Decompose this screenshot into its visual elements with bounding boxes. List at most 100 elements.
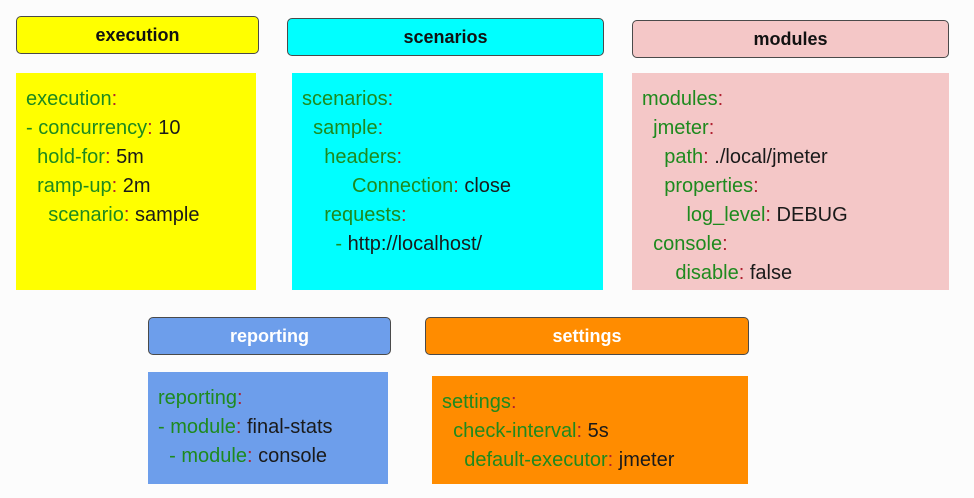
yaml-colon: : [576, 420, 583, 442]
code-indent [302, 175, 352, 197]
yaml-value: 2m [122, 175, 151, 197]
code-line: - module: console [158, 442, 378, 471]
code-line: ramp-up: 2m [26, 172, 246, 201]
yaml-key: disable [675, 262, 739, 284]
list-dash: - [26, 117, 39, 139]
yaml-key: settings [442, 391, 511, 413]
code-line: - http://localhost/ [302, 230, 593, 259]
yaml-key: module [170, 416, 236, 438]
yaml-colon: : [510, 391, 517, 413]
code-indent [442, 420, 453, 442]
code-line: settings: [442, 388, 738, 417]
yaml-colon: : [387, 88, 394, 110]
yaml-colon: : [738, 262, 745, 284]
yaml-colon: : [400, 204, 407, 226]
yaml-value: sample [134, 204, 200, 226]
code-line: properties: [642, 172, 939, 201]
code-line: console: [642, 230, 939, 259]
yaml-colon: : [236, 387, 243, 409]
yaml-key: headers [324, 146, 397, 168]
code-indent [642, 117, 653, 139]
list-dash: - [158, 416, 171, 438]
code-line: Connection: close [302, 172, 593, 201]
code-indent [26, 146, 37, 168]
yaml-value: console [258, 445, 328, 467]
execution-header: execution [16, 16, 259, 54]
code-line: execution: [26, 85, 246, 114]
code-indent [158, 445, 169, 467]
yaml-key: module [181, 445, 247, 467]
yaml-colon: : [717, 88, 724, 110]
code-line: hold-for: 5m [26, 143, 246, 172]
yaml-colon: : [765, 204, 771, 226]
reporting-header: reporting [148, 317, 391, 355]
yaml-key: execution [26, 88, 112, 110]
yaml-colon: : [111, 88, 118, 110]
yaml-colon: : [111, 175, 118, 197]
code-indent [442, 449, 464, 471]
yaml-key: hold-for [37, 146, 105, 168]
yaml-value: final-stats [246, 416, 333, 438]
code-indent [642, 175, 664, 197]
yaml-colon: : [607, 449, 614, 471]
yaml-colon: : [235, 416, 242, 438]
yaml-colon: : [722, 233, 728, 255]
yaml-value: 5m [116, 146, 144, 168]
code-line: scenario: sample [26, 201, 246, 230]
yaml-key: modules [642, 88, 718, 110]
yaml-colon: : [104, 146, 111, 168]
execution-header-label: execution [95, 24, 180, 45]
code-line: jmeter: [642, 114, 939, 143]
settings-header-label: settings [552, 325, 622, 346]
yaml-colon: : [377, 117, 384, 139]
code-indent [642, 146, 664, 168]
yaml-value: 10 [158, 117, 181, 139]
yaml-key: path [664, 146, 704, 168]
reporting-header-label: reporting [230, 325, 309, 346]
yaml-colon: : [753, 175, 759, 197]
code-indent [302, 233, 335, 255]
modules-header-label: modules [753, 28, 828, 49]
yaml-key: reporting [158, 387, 237, 409]
code-indent [642, 262, 675, 284]
yaml-key: sample [313, 117, 378, 139]
yaml-value: DEBUG [776, 204, 848, 226]
yaml-key: scenario [48, 204, 124, 226]
yaml-key: scenarios [302, 88, 388, 110]
yaml-key: properties [664, 175, 754, 197]
yaml-key: jmeter [653, 117, 709, 139]
yaml-key: Connection [352, 175, 454, 197]
yaml-value: http://localhost/ [347, 233, 483, 255]
code-line: default-executor: jmeter [442, 446, 738, 475]
yaml-value: close [464, 175, 512, 197]
code-indent [642, 204, 686, 226]
yaml-key: check-interval [453, 420, 577, 442]
settings-header: settings [425, 317, 749, 355]
yaml-colon: : [453, 175, 459, 197]
code-line: scenarios: [302, 85, 593, 114]
code-line: check-interval: 5s [442, 417, 738, 446]
code-line: modules: [642, 85, 939, 114]
list-dash: - [335, 233, 348, 255]
code-indent [302, 204, 324, 226]
list-dash: - [169, 445, 182, 467]
code-indent [26, 175, 37, 197]
yaml-colon: : [708, 117, 715, 139]
code-line: reporting: [158, 384, 378, 413]
yaml-key: concurrency [38, 117, 148, 139]
scenarios-header: scenarios [287, 18, 604, 56]
yaml-key: default-executor [464, 449, 608, 471]
yaml-key: requests [324, 204, 401, 226]
scenarios-header-label: scenarios [403, 26, 488, 47]
code-indent [642, 233, 653, 255]
scenarios-code-panel: scenarios: sample: headers: Connection: … [292, 73, 603, 290]
yaml-value: 5s [587, 420, 609, 442]
execution-code-panel: execution:- concurrency: 10 hold-for: 5m… [16, 73, 256, 290]
code-line: - concurrency: 10 [26, 114, 246, 143]
yaml-key: ramp-up [37, 175, 112, 197]
code-line: log_level: DEBUG [642, 201, 939, 230]
reporting-code-panel: reporting: - module: final-stats - module… [148, 372, 388, 484]
code-line: sample: [302, 114, 593, 143]
yaml-colon: : [396, 146, 403, 168]
yaml-colon: : [147, 117, 153, 139]
